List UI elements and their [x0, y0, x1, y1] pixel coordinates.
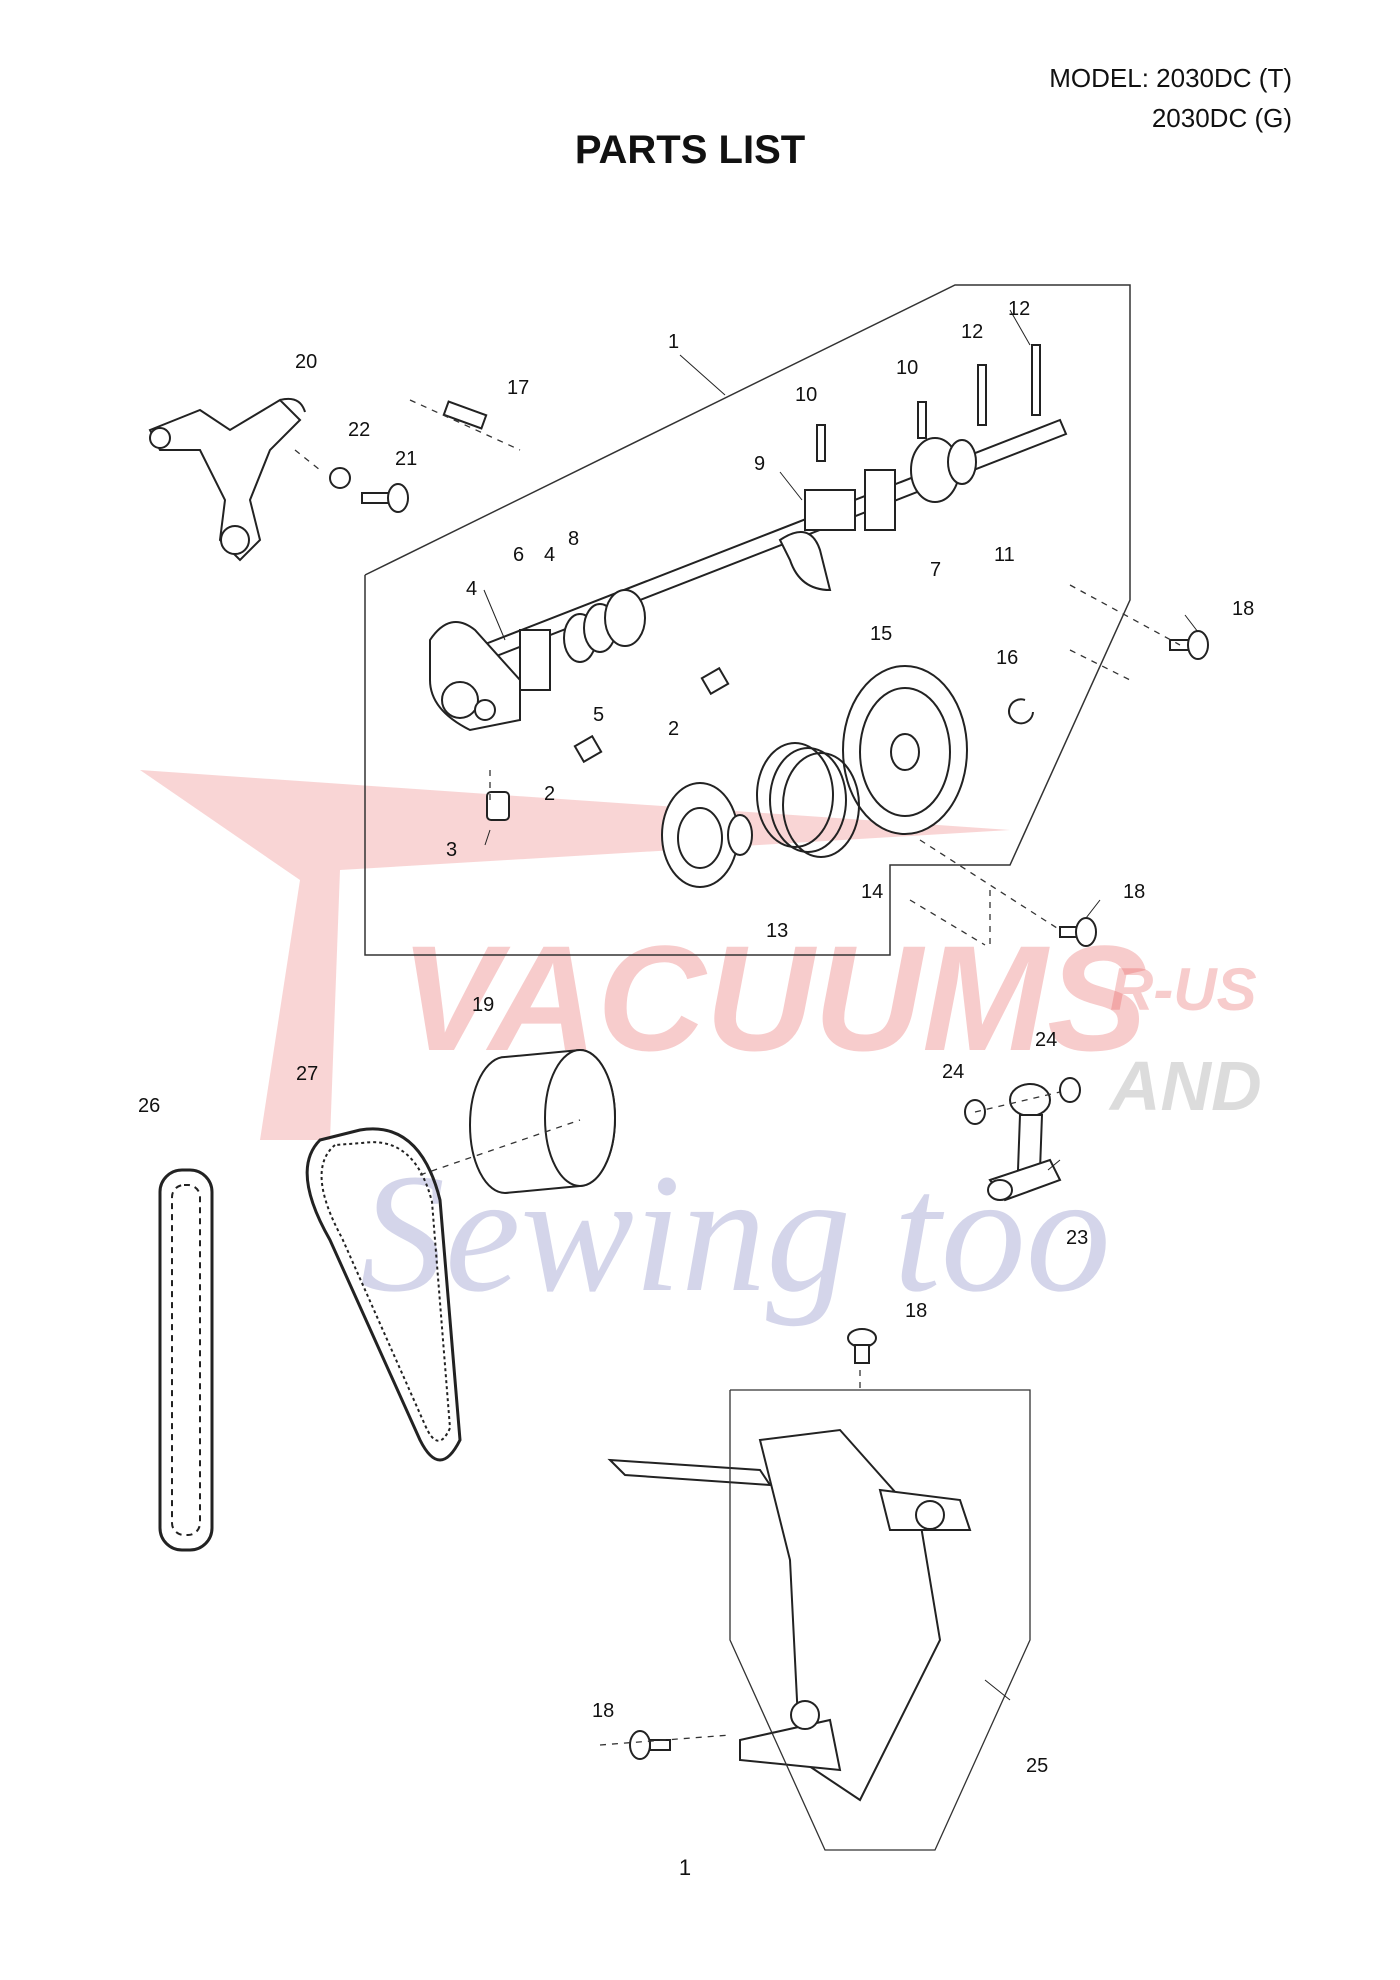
callout-21: 21 [395, 448, 417, 470]
part-14-spring [756, 742, 860, 858]
callout-17: 17 [507, 377, 529, 399]
part-27-belt [305, 1127, 462, 1462]
part-20-lever [148, 397, 306, 562]
watermark-vacuums: VACUUMS [400, 914, 1147, 1082]
callout-24b: 24 [1035, 1029, 1057, 1051]
part-2-setscrew-a [700, 666, 730, 696]
callout-18c: 18 [905, 1300, 927, 1322]
callout-8: 8 [568, 528, 579, 550]
callout-19: 19 [472, 994, 494, 1016]
assembly-25-frame [729, 1389, 1031, 1851]
callout-1: 1 [668, 331, 679, 353]
callout-20: 20 [295, 351, 317, 373]
watermark-rus: R-US [1110, 956, 1257, 1023]
callout-11: 11 [994, 544, 1015, 566]
callout-18b: 18 [1123, 881, 1145, 903]
part-22-washer [329, 467, 351, 489]
watermark-script: Sewing too [360, 1139, 1111, 1327]
callout-10b: 10 [896, 357, 918, 379]
callout-14: 14 [861, 881, 883, 903]
part-16-ring [1008, 698, 1034, 725]
callout-15: 15 [870, 623, 892, 645]
callout-2b: 2 [544, 783, 555, 805]
part-24-washer-b [1059, 1077, 1081, 1103]
callout-12a: 12 [961, 321, 983, 343]
part-3-spring-pin [486, 791, 510, 821]
callout-13: 13 [766, 920, 788, 942]
callout-23: 23 [1066, 1227, 1088, 1249]
callout-18d: 18 [592, 1700, 614, 1722]
part-13-clutch [661, 782, 753, 888]
callout-24a: 24 [942, 1061, 964, 1083]
assembly-frame [364, 284, 1131, 956]
page-number: 1 [678, 1855, 692, 1880]
callout-7: 7 [930, 559, 941, 581]
model-line-2: 2030DC (G) [1151, 103, 1292, 133]
callout-9: 9 [754, 453, 765, 475]
watermark: VACUUMS R-US AND Sewing too [140, 770, 1262, 1327]
page-title: PARTS LIST [574, 128, 806, 172]
callout-22: 22 [348, 419, 370, 441]
callout-18a: 18 [1232, 598, 1254, 620]
part-2-setscrew-b [573, 734, 603, 764]
model-info: MODEL: 2030DC (T) 2030DC (G) [1049, 58, 1292, 138]
part-15-pulley [842, 665, 968, 835]
part-18-screw-d [629, 1730, 671, 1760]
part-21-screw [361, 483, 409, 513]
part-23-lever [987, 1083, 1062, 1202]
callout-4a: 4 [466, 578, 477, 600]
callout-16: 16 [996, 647, 1018, 669]
part-10-pin-a [816, 424, 826, 462]
callout-12b: 12 [1008, 298, 1030, 320]
callout-10a: 10 [795, 384, 817, 406]
callout-26: 26 [138, 1095, 160, 1117]
part-12-pin-b [1031, 344, 1041, 416]
part-12-pin-a [977, 364, 987, 426]
part-17-pin [442, 400, 488, 430]
part-18-screw-c [847, 1328, 877, 1364]
part-26-belt [158, 1168, 214, 1552]
callout-27: 27 [296, 1063, 318, 1085]
callout-2a: 2 [668, 718, 679, 740]
callout-3: 3 [446, 839, 457, 861]
callout-5: 5 [593, 704, 604, 726]
watermark-and: AND [1108, 1047, 1262, 1125]
part-10-pin-b [917, 401, 927, 439]
part-18-screw-a [1169, 630, 1209, 660]
part-1-shaft [429, 418, 1068, 732]
callout-4b: 4 [544, 544, 555, 566]
callout-25: 25 [1026, 1755, 1048, 1777]
part-25-assembly [607, 1428, 972, 1802]
part-19-roller [469, 1048, 616, 1194]
callout-6: 6 [513, 544, 524, 566]
watermark-red-swoosh [140, 770, 1010, 1140]
model-line-1: MODEL: 2030DC (T) [1049, 63, 1292, 93]
